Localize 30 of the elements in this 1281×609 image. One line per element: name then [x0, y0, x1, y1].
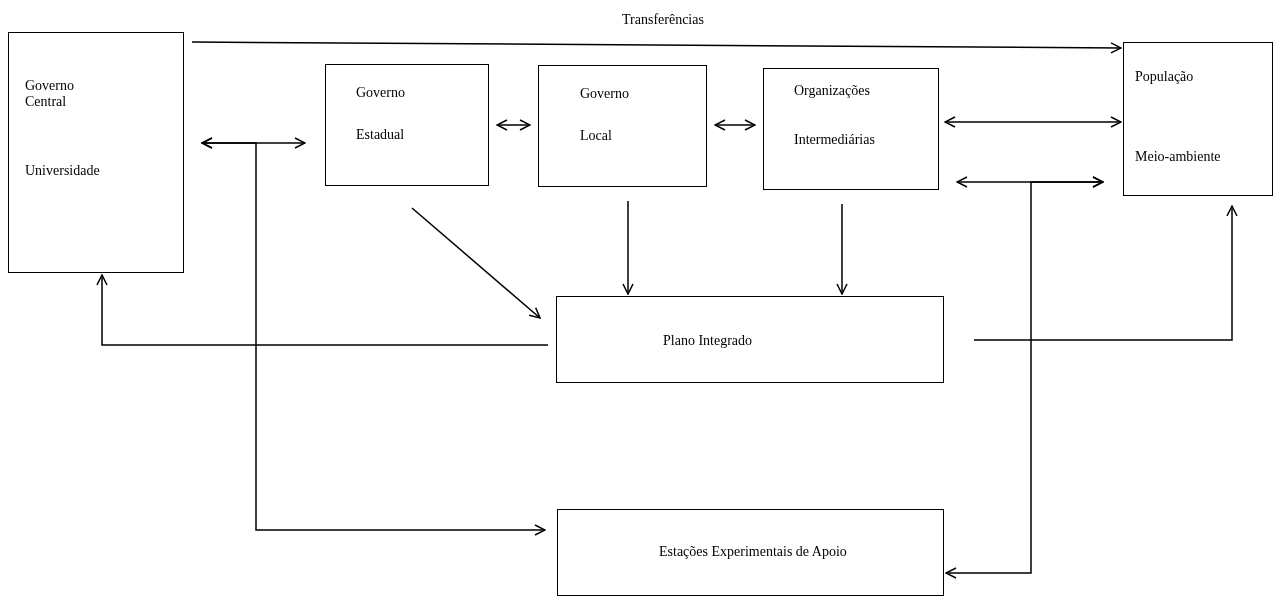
- process-box: [556, 296, 944, 383]
- box-label: Governo: [356, 85, 405, 101]
- box-label: Plano Integrado: [663, 333, 753, 349]
- box-label: Governo Central: [25, 78, 75, 110]
- arrow: [714, 119, 756, 131]
- arrow: [496, 119, 531, 131]
- arrow: [191, 41, 1122, 54]
- box-label: Estações Experimentais de Apoio: [659, 544, 847, 560]
- arrow: [622, 200, 634, 295]
- arrow: [973, 205, 1238, 341]
- box-label: Universidade: [25, 163, 100, 179]
- arrow: [411, 207, 541, 319]
- arrow: [944, 116, 1122, 128]
- process-box: [557, 509, 944, 596]
- process-box: [325, 64, 489, 186]
- process-box: [763, 68, 939, 190]
- process-box: [8, 32, 184, 273]
- arrow: [945, 176, 1104, 579]
- box-label: Governo: [580, 86, 629, 102]
- box-label: Local: [580, 128, 612, 144]
- arrow: [201, 137, 546, 536]
- box-label: Intermediárias: [794, 132, 875, 148]
- arrow: [96, 274, 549, 346]
- arrow: [836, 203, 848, 295]
- box-label: Organizações: [794, 83, 870, 99]
- box-label: Estadual: [356, 127, 405, 143]
- box-label: População: [1135, 69, 1194, 85]
- process-box: [1123, 42, 1273, 196]
- box-label: Meio-ambiente: [1135, 149, 1221, 165]
- process-box: [538, 65, 707, 187]
